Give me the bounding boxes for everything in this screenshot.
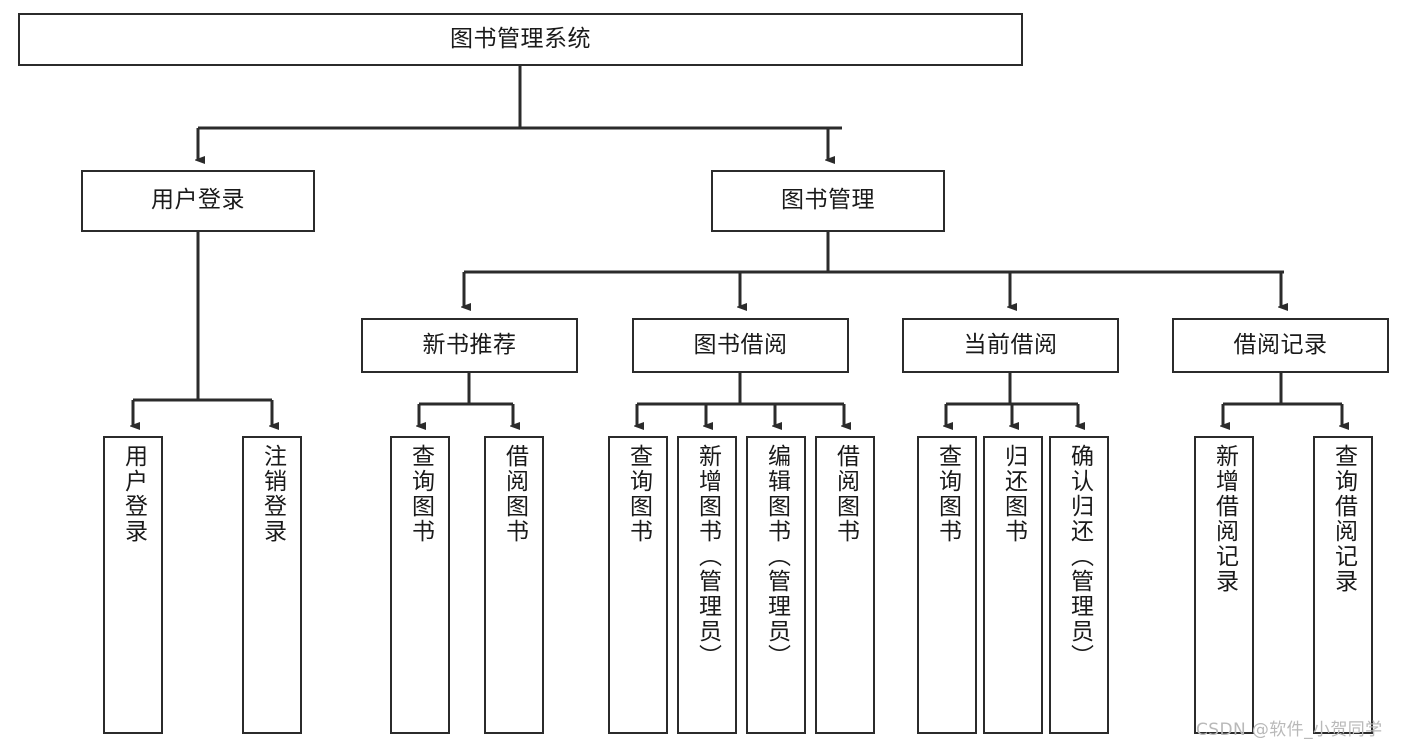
leaf-current-confirm-return[interactable]: 确认归还（管理员） xyxy=(1049,436,1109,734)
leaf-record-add[interactable]: 新增借阅记录 xyxy=(1194,436,1254,734)
leaf-current-return-book[interactable]: 归还图书 xyxy=(983,436,1043,734)
node-label: 归还图书 xyxy=(1000,444,1027,544)
leaf-borrow-edit-book[interactable]: 编辑图书（管理员） xyxy=(746,436,806,734)
node-label: 查询图书 xyxy=(625,444,652,544)
node-user-login[interactable]: 用户登录 xyxy=(81,170,315,232)
csdn-watermark: CSDN @软件_小贺同学 xyxy=(1196,720,1383,740)
leaf-borrow-add-book[interactable]: 新增图书（管理员） xyxy=(677,436,737,734)
node-label: 编辑图书（管理员） xyxy=(763,444,790,669)
node-label: 当前借阅 xyxy=(963,331,1058,358)
node-label: 图书管理系统 xyxy=(450,25,591,52)
node-label: 用户登录 xyxy=(151,187,245,214)
leaf-logout[interactable]: 注销登录 xyxy=(242,436,302,734)
node-label: 新书推荐 xyxy=(422,331,517,358)
node-label: 用户登录 xyxy=(120,444,147,544)
node-label: 借阅记录 xyxy=(1233,331,1328,358)
node-label: 新增图书（管理员） xyxy=(694,444,721,669)
node-label: 查询图书 xyxy=(407,444,434,544)
leaf-recommend-query-book[interactable]: 查询图书 xyxy=(390,436,450,734)
node-label: 查询图书 xyxy=(934,444,961,544)
node-label: 图书管理 xyxy=(781,187,875,214)
leaf-current-query-book[interactable]: 查询图书 xyxy=(917,436,977,734)
node-current-borrow[interactable]: 当前借阅 xyxy=(902,318,1119,373)
node-label: 查询借阅记录 xyxy=(1330,444,1357,594)
node-label: 确认归还（管理员） xyxy=(1066,444,1093,669)
node-label: 借阅图书 xyxy=(832,444,859,544)
leaf-borrow-query-book[interactable]: 查询图书 xyxy=(608,436,668,734)
node-label: 注销登录 xyxy=(259,444,286,544)
node-root-library-system[interactable]: 图书管理系统 xyxy=(18,13,1023,66)
node-label: 借阅图书 xyxy=(501,444,528,544)
node-new-book-recommend[interactable]: 新书推荐 xyxy=(361,318,578,373)
leaf-user-login[interactable]: 用户登录 xyxy=(103,436,163,734)
node-book-borrow[interactable]: 图书借阅 xyxy=(632,318,849,373)
node-book-management[interactable]: 图书管理 xyxy=(711,170,945,232)
leaf-borrow-borrow-book[interactable]: 借阅图书 xyxy=(815,436,875,734)
leaf-record-query[interactable]: 查询借阅记录 xyxy=(1313,436,1373,734)
leaf-recommend-borrow-book[interactable]: 借阅图书 xyxy=(484,436,544,734)
node-label: 新增借阅记录 xyxy=(1211,444,1238,594)
node-label: 图书借阅 xyxy=(693,331,788,358)
node-borrow-record[interactable]: 借阅记录 xyxy=(1172,318,1389,373)
